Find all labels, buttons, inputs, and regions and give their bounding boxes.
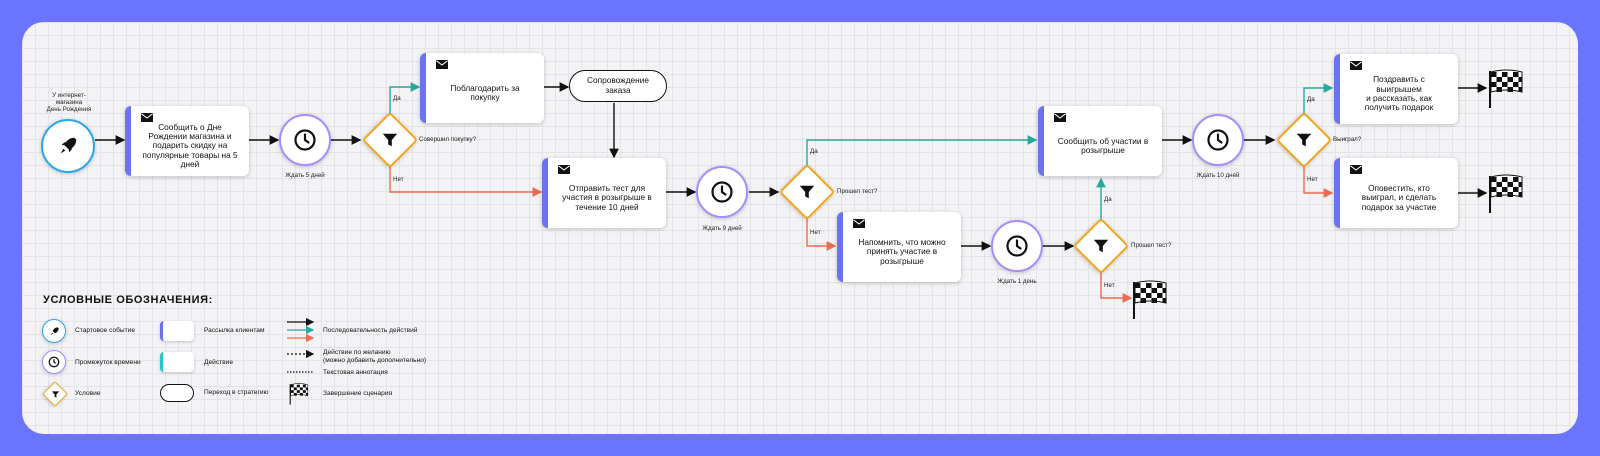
message-text: Оповестить, кто выиграл, и сделать подар… [1361, 182, 1437, 212]
legend-action-swatch [160, 352, 194, 372]
finish-flag-icon [1489, 69, 1523, 108]
legend-sequence-label: Последовательность действий [323, 327, 418, 334]
legend-mailing-swatch [160, 321, 194, 341]
arrow-test1-yes [806, 135, 1038, 168]
branch-no-label: Нет [393, 176, 404, 183]
mail-icon [558, 165, 570, 174]
mail-icon [1350, 61, 1362, 70]
message-card-birthday[interactable]: Сообщить о Дне Рождении магазина и подар… [125, 106, 249, 176]
timer-wait-9[interactable] [696, 166, 748, 218]
condition-purchase-label: Совершил покупку? [419, 136, 477, 143]
condition-test-2-label: Прошел тест? [1131, 242, 1172, 249]
legend-timer-label: Промежуток времени [75, 359, 141, 366]
legend-condition-icon [42, 381, 68, 407]
strategy-order-support[interactable]: Сопровождение заказа [569, 70, 667, 102]
filter-icon [799, 185, 815, 199]
legend-start-icon [42, 319, 66, 343]
branch-yes-label: Да [393, 95, 401, 102]
legend-strategy-label: Переход в стратегию [204, 389, 269, 396]
arrow-test2-no [1100, 270, 1133, 303]
timer-wait-1[interactable] [991, 220, 1043, 272]
message-card-thank[interactable]: Поблагодарить за покупку [420, 53, 544, 123]
message-card-notify[interactable]: Оповестить, кто выиграл, и сделать подар… [1334, 158, 1458, 228]
clock-icon [1006, 235, 1028, 257]
legend-action-label: Действие [204, 359, 233, 366]
timer-wait-1-label: Ждать 1 день [997, 278, 1037, 285]
condition-test-1[interactable] [778, 163, 836, 221]
branch-yes-label: Да [1104, 196, 1112, 203]
filter-icon [1296, 133, 1312, 147]
message-card-participation[interactable]: Сообщить об участии в розыгрыше [1038, 106, 1162, 176]
arrow-won-yes [1303, 83, 1334, 116]
mail-icon [436, 60, 448, 69]
timer-wait-10[interactable] [1192, 114, 1244, 166]
rocket-icon [60, 137, 77, 154]
legend-annotation-label: Текстовая аннотация [323, 369, 388, 376]
mail-icon [853, 219, 865, 228]
message-text: Напомнить, что можно принять участие в р… [858, 236, 946, 266]
legend-condition-label: Условие [75, 390, 101, 397]
legend-finish-label: Завершение сценария [323, 390, 393, 397]
connectors-layer [95, 82, 1488, 373]
clock-icon [711, 181, 733, 203]
condition-won[interactable] [1275, 111, 1333, 169]
arrow-purchase-no [389, 164, 543, 197]
finish-flag-icon [1133, 280, 1167, 319]
legend-strategy-swatch [160, 384, 194, 402]
branch-no-label: Нет [810, 229, 821, 236]
clock-icon [1207, 129, 1229, 151]
arrow-purchase-yes [389, 82, 421, 116]
timer-wait-5[interactable] [279, 114, 331, 166]
message-text: Отправить тест для участия в розыгрыше в… [562, 182, 652, 212]
legend-finish-flag-icon [289, 383, 309, 405]
message-text: Сообщить об участии в розыгрыше [1057, 135, 1149, 155]
condition-won-label: Выиграл? [1333, 136, 1362, 143]
clock-icon [294, 129, 316, 151]
arrow-test1-no [806, 216, 837, 251]
message-text: Сообщить о Дне Рождении магазина и подар… [142, 121, 238, 170]
condition-test-1-label: Прошел тест? [837, 188, 878, 195]
condition-purchase[interactable] [361, 111, 419, 169]
rocket-icon [50, 326, 59, 335]
message-card-congrats[interactable]: Поздравить с выигрышем и рассказать, как… [1334, 54, 1458, 124]
branch-no-label: Нет [1104, 282, 1115, 289]
mail-icon [141, 113, 153, 122]
timer-wait-9-label: Ждать 9 дней [702, 225, 742, 232]
legend-mailing-label: Рассылка клиентам [204, 327, 265, 334]
message-card-send-test[interactable]: Отправить тест для участия в розыгрыше в… [542, 158, 666, 228]
filter-icon [382, 133, 398, 147]
message-text: Поздравить с выигрышем и рассказать, как… [1364, 74, 1434, 113]
filter-icon [1093, 239, 1109, 253]
timer-wait-10-label: Ждать 10 дней [1196, 172, 1240, 179]
start-event[interactable] [41, 119, 95, 173]
message-card-remind[interactable]: Напомнить, что можно принять участие в р… [837, 212, 961, 282]
arrow-won-no [1303, 164, 1334, 198]
branch-no-label: Нет [1307, 176, 1318, 183]
timer-wait-5-label: Ждать 5 дней [285, 172, 325, 179]
branch-yes-label: Да [810, 148, 818, 155]
filter-icon [51, 390, 59, 398]
clock-icon [48, 356, 60, 368]
legend-start-label: Стартовое событие [75, 327, 136, 334]
legend-timer-icon [42, 350, 66, 374]
mail-icon [1350, 165, 1362, 174]
start-event-label: У интернет- магазина День Рождения [46, 92, 92, 114]
canvas-board: У интернет- магазина День Рождения Сообщ… [22, 22, 1578, 434]
finish-flag-icon [1489, 174, 1523, 213]
legend-title: УСЛОВНЫЕ ОБОЗНАЧЕНИЯ: [43, 294, 213, 306]
branch-yes-label: Да [1307, 96, 1315, 103]
condition-test-2[interactable] [1072, 217, 1130, 275]
message-text: Поблагодарить за покупку [450, 82, 520, 102]
legend-optional-label: Действие по желанию (можно добавить допо… [323, 349, 427, 364]
mail-icon [1054, 113, 1066, 122]
